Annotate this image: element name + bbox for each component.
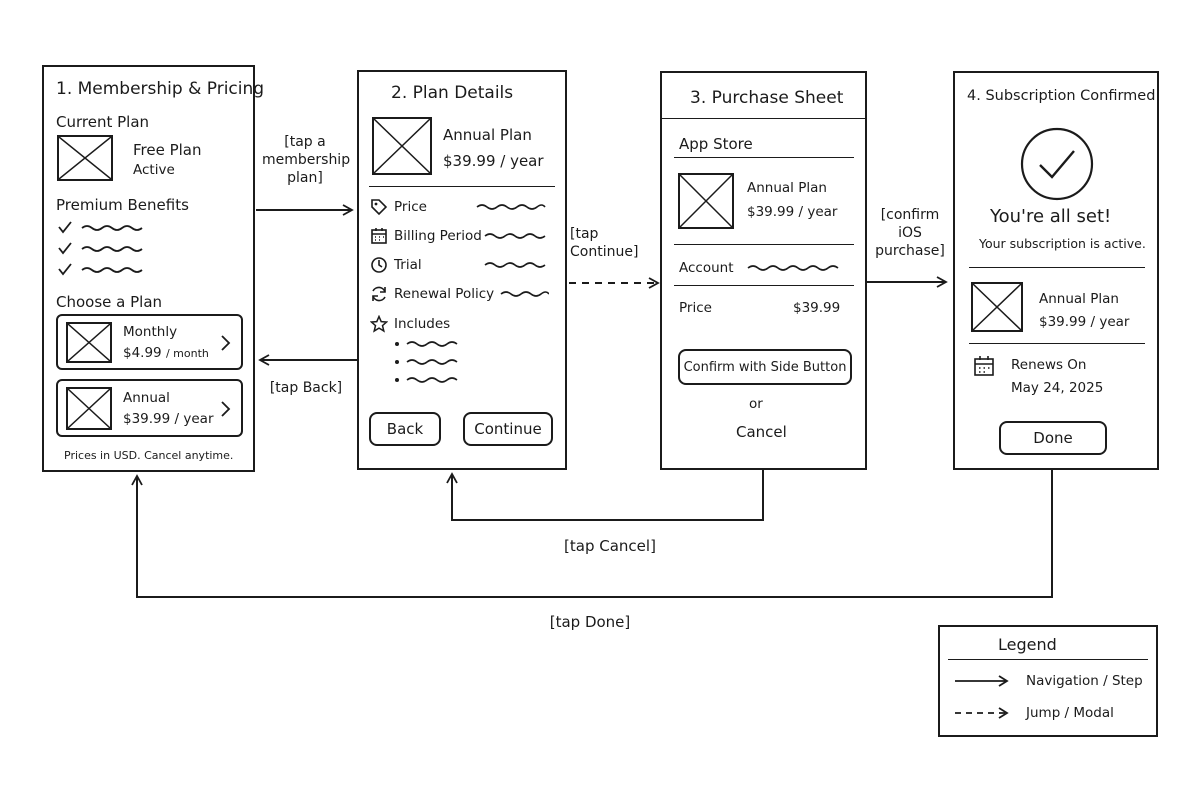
success-headline: You're all set!: [990, 206, 1112, 227]
success-subtext: Your subscription is active.: [979, 236, 1146, 251]
arrow-s4-done-to-s1: [131, 470, 1053, 598]
plan-price: $39.99 / year: [443, 152, 544, 170]
current-plan-heading: Current Plan: [56, 113, 150, 131]
label-tap-back: [tap Back]: [269, 380, 343, 396]
current-plan-status: Active: [133, 162, 175, 178]
legend-solid-arrow: [955, 675, 1009, 687]
plan-name: Annual Plan: [1039, 291, 1119, 307]
screen-title: 3. Purchase Sheet: [690, 88, 844, 108]
check-icon: [58, 242, 72, 255]
price-value: $39.99: [793, 300, 841, 316]
calendar-icon: [371, 228, 387, 244]
current-plan-name: Free Plan: [133, 141, 202, 159]
detail-row-label: Price: [394, 199, 427, 215]
text-placeholder-squiggle: [81, 267, 143, 273]
screen-title: 2. Plan Details: [391, 83, 514, 103]
plan-price: $39.99 / year: [747, 204, 838, 220]
image-placeholder-icon: [66, 387, 112, 430]
plan-name: Annual Plan: [443, 126, 532, 144]
image-placeholder-icon: [66, 322, 112, 363]
price-label: Price: [679, 300, 712, 316]
legend-solid-label: Navigation / Step: [1026, 673, 1143, 689]
plan-name: Annual: [123, 390, 170, 406]
detail-row-label: Trial: [394, 257, 422, 273]
image-placeholder-icon: [57, 135, 113, 181]
divider: [674, 244, 854, 245]
legend-title: Legend: [998, 635, 1057, 654]
choose-plan-heading: Choose a Plan: [56, 293, 163, 311]
chevron-right-icon: [221, 335, 231, 351]
text-placeholder-squiggle: [747, 265, 839, 271]
done-button[interactable]: Done: [999, 421, 1107, 455]
divider: [969, 267, 1145, 268]
plan-price: $39.99 / year: [1039, 314, 1130, 330]
refresh-icon: [372, 286, 386, 302]
divider: [969, 343, 1145, 344]
screen-purchase-sheet: 3. Purchase Sheet App Store Annual Plan …: [660, 71, 867, 470]
image-placeholder-icon: [678, 173, 734, 229]
detail-row-label: Renewal Policy: [394, 286, 495, 302]
legend: Legend Navigation / Step Jump / Modal: [938, 625, 1158, 737]
text-placeholder-squiggle: [484, 262, 546, 268]
confirm-side-button[interactable]: Confirm with Side Button: [678, 349, 852, 385]
tag-icon: [371, 199, 388, 216]
calendar-icon: [974, 356, 994, 376]
back-button[interactable]: Back: [369, 412, 441, 446]
check-icon: [58, 221, 72, 234]
store-name: App Store: [679, 135, 753, 153]
star-icon: [370, 315, 388, 333]
divider: [948, 659, 1148, 660]
includes-bullet-list: [395, 341, 458, 383]
divider: [674, 157, 854, 158]
or-text: or: [749, 396, 763, 412]
plan-name: Monthly: [123, 324, 178, 340]
benefits-heading: Premium Benefits: [56, 196, 189, 214]
text-placeholder-squiggle: [476, 204, 546, 210]
cancel-link[interactable]: Cancel: [736, 423, 787, 441]
plan-name: Annual Plan: [747, 180, 827, 196]
divider: [674, 285, 854, 286]
text-placeholder-squiggle: [500, 291, 549, 297]
legend-dashed-label: Jump / Modal: [1026, 705, 1114, 721]
detail-row-label: Includes: [394, 316, 451, 332]
continue-button[interactable]: Continue: [463, 412, 553, 446]
screen-title: 1. Membership & Pricing: [56, 79, 265, 99]
chevron-right-icon: [221, 401, 231, 417]
divider: [662, 118, 865, 119]
divider: [369, 186, 555, 187]
legend-dashed-arrow: [955, 707, 1009, 719]
clock-icon: [371, 257, 387, 273]
text-placeholder-squiggle: [81, 246, 143, 252]
label-tap-cancel: [tap Cancel]: [564, 537, 656, 555]
benefits-checklist: [58, 221, 143, 276]
plan-price: $4.99 / month: [123, 345, 209, 361]
text-placeholder-squiggle: [81, 225, 143, 231]
check-icon: [58, 263, 72, 276]
text-placeholder-squiggle: [484, 233, 546, 239]
screen-plan-details: 2. Plan Details Annual Plan $39.99 / yea…: [357, 70, 567, 470]
screen-title: 4. Subscription Confirmed: [967, 88, 1156, 104]
renews-date: May 24, 2025: [1011, 380, 1104, 396]
renews-label: Renews On: [1011, 357, 1087, 373]
plan-option-monthly[interactable]: Monthly $4.99 / month: [56, 314, 243, 370]
arrow-s3-cancel-to-s2: [446, 470, 764, 521]
label-tap-done: [tap Done]: [549, 613, 631, 631]
image-placeholder-icon: [372, 117, 432, 175]
plan-price: $39.99 / year: [123, 411, 214, 427]
account-label: Account: [679, 260, 734, 276]
detail-row-label: Billing Period: [394, 228, 482, 244]
image-placeholder-icon: [971, 282, 1023, 332]
screen-subscription-confirmed: 4. Subscription Confirmed You're all set…: [953, 71, 1159, 470]
pricing-footnote: Prices in USD. Cancel anytime.: [64, 449, 234, 462]
checkmark-circle-icon: [1020, 127, 1094, 201]
screen-membership-pricing: 1. Membership & Pricing Current Plan Fre…: [42, 65, 264, 472]
plan-option-annual[interactable]: Annual $39.99 / year: [56, 379, 243, 437]
